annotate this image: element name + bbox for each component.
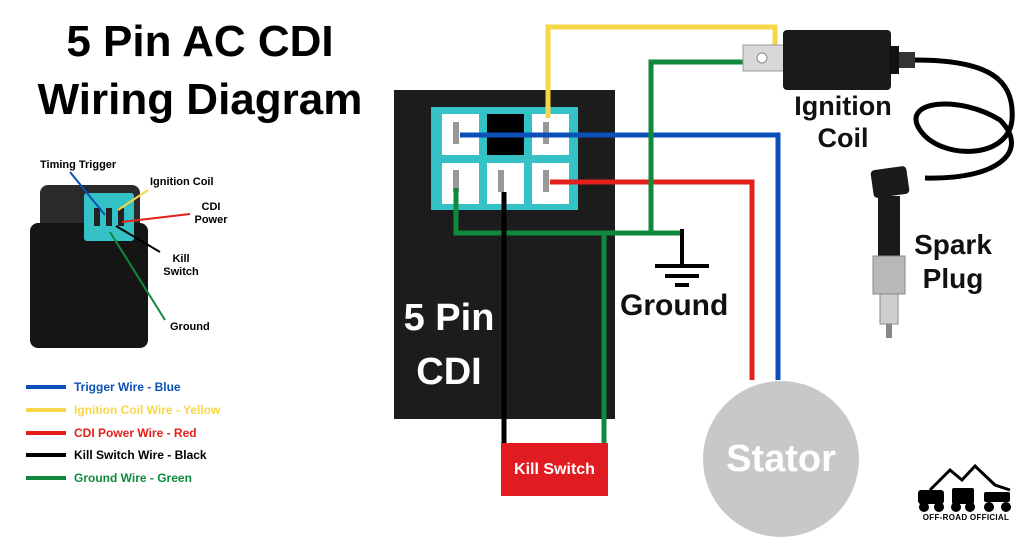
spark-plug-label-line2: Plug xyxy=(922,262,984,294)
red-cdi-power-wire xyxy=(550,179,755,380)
brand-logo xyxy=(918,463,1011,512)
spark-plug-lead xyxy=(913,57,1015,181)
brand-name: OFF-ROAD OFFICIAL xyxy=(922,513,1010,522)
legend-swatch-yellow xyxy=(26,408,66,413)
legend-item-green: Ground Wire - Green xyxy=(26,467,220,490)
spark-plug-label-line1: Spark xyxy=(914,229,992,260)
green-ground-wire xyxy=(453,188,682,236)
label-ignition-coil: Ignition Coil xyxy=(150,176,214,188)
blue-trigger-wire xyxy=(460,132,781,380)
ground-icon xyxy=(655,229,709,287)
label-kill-switch: Kill Switch xyxy=(163,253,199,278)
legend: Trigger Wire - Blue Ignition Coil Wire -… xyxy=(26,376,220,489)
legend-text-blue: Trigger Wire - Blue xyxy=(74,380,181,395)
label-timing-trigger: Timing Trigger xyxy=(40,159,117,171)
legend-text-black: Kill Switch Wire - Black xyxy=(74,448,207,463)
ignition-coil-label-line2: Coil xyxy=(817,123,869,154)
cdi-label-line2: CDI xyxy=(416,351,482,393)
legend-swatch-green xyxy=(26,476,66,481)
timing-trigger-pointer xyxy=(69,171,106,216)
legend-text-green: Ground Wire - Green xyxy=(74,471,192,486)
page-title-line1: 5 Pin AC CDI xyxy=(66,17,334,66)
green-coil-ground-wire xyxy=(648,59,745,233)
label-ground: Ground xyxy=(170,321,210,333)
legend-text-red: CDI Power Wire - Red xyxy=(74,425,197,440)
ignition-coil-icon xyxy=(742,30,915,90)
cdi-power-pointer xyxy=(121,213,191,223)
label-cdi-power: CDI Power xyxy=(194,201,228,226)
legend-swatch-black xyxy=(26,453,66,458)
legend-item-red: CDI Power Wire - Red xyxy=(26,421,220,444)
legend-item-blue: Trigger Wire - Blue xyxy=(26,376,220,399)
cdi-unit-illustration xyxy=(30,185,148,348)
ground-label: Ground xyxy=(620,289,729,322)
spark-plug-icon xyxy=(870,166,910,338)
legend-item-black: Kill Switch Wire - Black xyxy=(26,444,220,467)
kill-switch-box: Kill Switch xyxy=(501,443,608,496)
spark-plug-label: Spark Plug xyxy=(905,228,1001,295)
yellow-ignition-coil-wire xyxy=(545,24,778,118)
legend-swatch-blue xyxy=(26,385,66,390)
legend-text-yellow: Ignition Coil Wire - Yellow xyxy=(74,403,221,418)
ground-pointer xyxy=(109,231,166,321)
cdi-label-line1: 5 Pin xyxy=(403,297,495,339)
ignition-coil-pointer xyxy=(117,189,149,211)
ignition-coil-label: Ignition Coil xyxy=(778,90,908,155)
ignition-coil-label-line1: Ignition xyxy=(794,91,892,121)
stator-circle: Stator xyxy=(703,381,859,537)
kill-switch-pointer xyxy=(115,225,161,253)
legend-swatch-red xyxy=(26,430,66,435)
legend-item-yellow: Ignition Coil Wire - Yellow xyxy=(26,399,220,422)
page-title-line2: Wiring Diagram xyxy=(37,75,363,124)
